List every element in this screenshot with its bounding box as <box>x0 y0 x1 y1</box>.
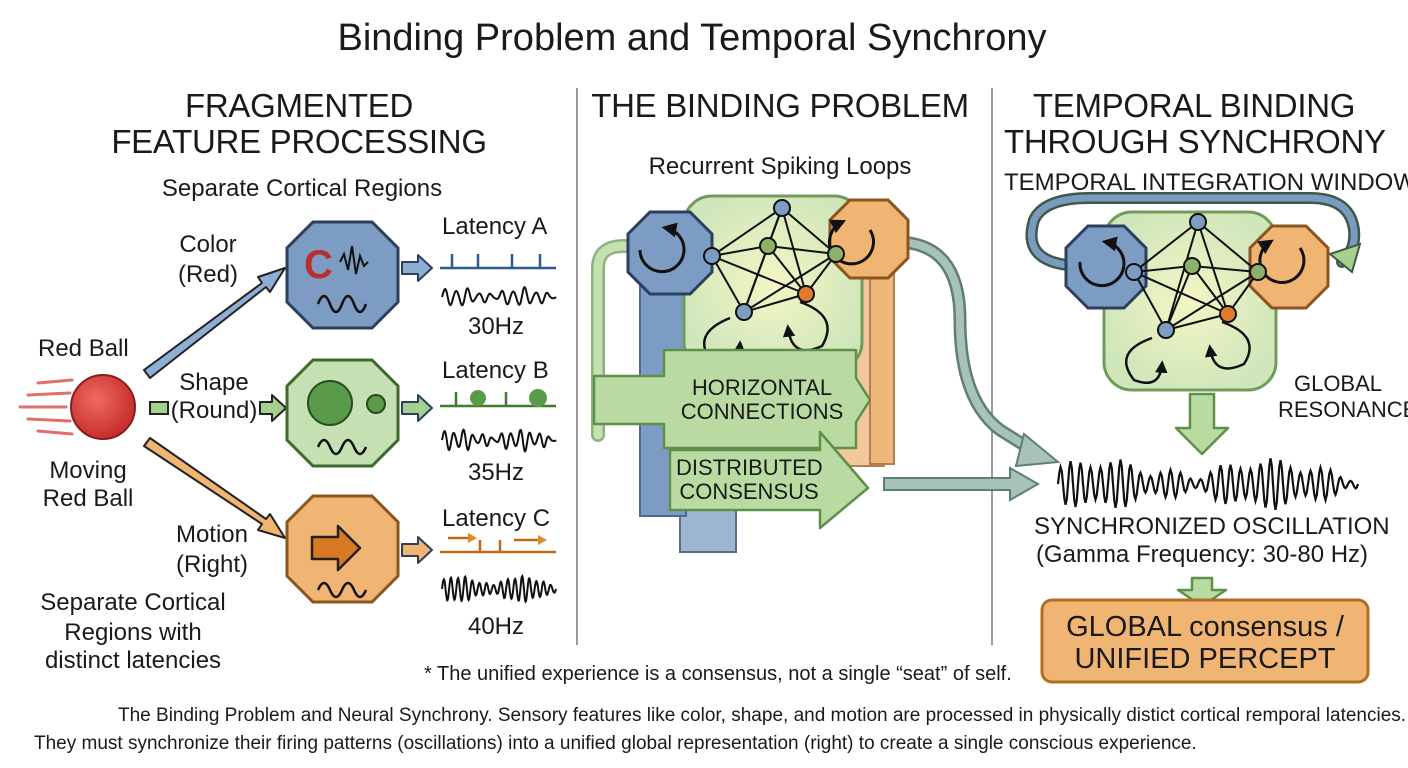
latency-a-spikes <box>440 254 556 270</box>
color-region-octagon <box>285 220 400 330</box>
left-footer-line-1: Separate Cortical <box>40 589 226 616</box>
left-footer-line-3: distinct latencies <box>44 647 222 674</box>
shape-feature-sublabel: (Round) <box>170 397 258 424</box>
unified-percept-line-1: GLOBAL consensus / <box>1066 611 1344 643</box>
oscillation-trace-35hz <box>441 428 557 453</box>
right-blue-octagon <box>1064 224 1148 310</box>
distributed-consensus-arrow <box>668 430 870 530</box>
stimulus-bottom-label-1: Moving <box>49 457 127 484</box>
latency-b-label: Latency B <box>442 357 549 384</box>
left-heading-line-1: FRAGMENTED <box>184 87 413 124</box>
moving-red-ball <box>18 374 136 440</box>
shape-region-octagon <box>285 358 400 468</box>
horizontal-connections-label-2: CONNECTIONS <box>680 399 844 424</box>
caption-line-1: The Binding Problem and Neural Synchrony… <box>118 705 1407 726</box>
motion-pathway-arrow <box>143 437 286 539</box>
synchronized-oscillation-trace <box>1056 458 1360 510</box>
integration-window-label: TEMPORAL INTEGRATION WINDOW <box>1004 169 1408 196</box>
right-network-nodes <box>1125 213 1267 339</box>
color-feature-sublabel: (Red) <box>177 261 238 288</box>
color-pathway-arrow <box>143 267 286 379</box>
page-title: Binding Problem and Temporal Synchrony <box>337 17 1047 59</box>
right-heading-line-1: TEMPORAL BINDING <box>1032 87 1356 124</box>
unified-percept-line-2: UNIFIED PERCEPT <box>1074 643 1336 675</box>
oscillation-trace-40hz <box>441 574 557 604</box>
right-heading-line-2: THROUGH SYNCHRONY <box>1004 123 1386 160</box>
gamma-frequency-label: (Gamma Frequency: 30-80 Hz) <box>1035 541 1369 568</box>
to-latency-arrows <box>401 254 433 564</box>
middle-heading: THE BINDING PROBLEM <box>591 87 969 124</box>
left-heading-line-2: FEATURE PROCESSING <box>111 123 487 160</box>
motion-region-octagon <box>285 494 400 604</box>
horizontal-connections-arrow <box>592 348 872 450</box>
global-resonance-label-2: RESONANCE <box>1278 397 1408 422</box>
motion-feature-label: Motion <box>175 521 249 548</box>
distributed-consensus-label-2: CONSENSUS <box>679 479 819 504</box>
shape-pathway-arrow <box>149 394 287 422</box>
caption-line-2: They must synchronize their firing patte… <box>34 733 1197 754</box>
latency-b-spikes <box>440 389 556 408</box>
shape-feature-label: Shape <box>179 369 249 396</box>
frequency-30hz-label: 30Hz <box>467 313 525 340</box>
right-flow-arrowhead <box>1014 432 1061 468</box>
global-resonance-label-1: GLOBAL <box>1293 371 1383 396</box>
stimulus-top-label: Red Ball <box>38 335 129 362</box>
left-footer-line-2: Regions with <box>64 619 202 646</box>
synchronized-oscillation-label: SYNCHRONIZED OSCILLATION <box>1034 513 1390 540</box>
latency-c-spikes <box>440 533 556 554</box>
latency-a-label: Latency A <box>442 213 548 240</box>
color-glyph: C <box>304 243 333 287</box>
consensus-to-oscillation-arrow <box>883 466 1041 502</box>
middle-orange-octagon <box>828 198 910 280</box>
horizontal-connections-label-1: HORIZONTAL <box>691 375 833 400</box>
middle-blue-octagon <box>626 210 714 296</box>
frequency-35hz-label: 35Hz <box>467 459 525 486</box>
right-spiking-network <box>1078 221 1306 384</box>
stimulus-bottom-label-2: Red Ball <box>42 485 134 512</box>
to-percept-down-arrow <box>1176 576 1228 608</box>
resonance-down-arrow <box>1174 392 1230 456</box>
frequency-40hz-label: 40Hz <box>467 613 525 640</box>
left-subheading: Separate Cortical Regions <box>161 175 443 202</box>
middle-subheading: Recurrent Spiking Loops <box>648 153 912 180</box>
color-feature-label: Color <box>179 231 237 258</box>
oscillation-trace-30hz <box>441 286 557 307</box>
distributed-consensus-label-1: DISTRIBUTED <box>676 455 823 480</box>
latency-c-label: Latency C <box>442 505 551 532</box>
integration-window-arrowhead <box>1327 242 1362 274</box>
unified-percept-box <box>1040 598 1370 684</box>
footnote: * The unified experience is a consensus,… <box>424 663 1012 685</box>
middle-network-nodes <box>703 199 845 321</box>
motion-feature-sublabel: (Right) <box>175 551 248 578</box>
